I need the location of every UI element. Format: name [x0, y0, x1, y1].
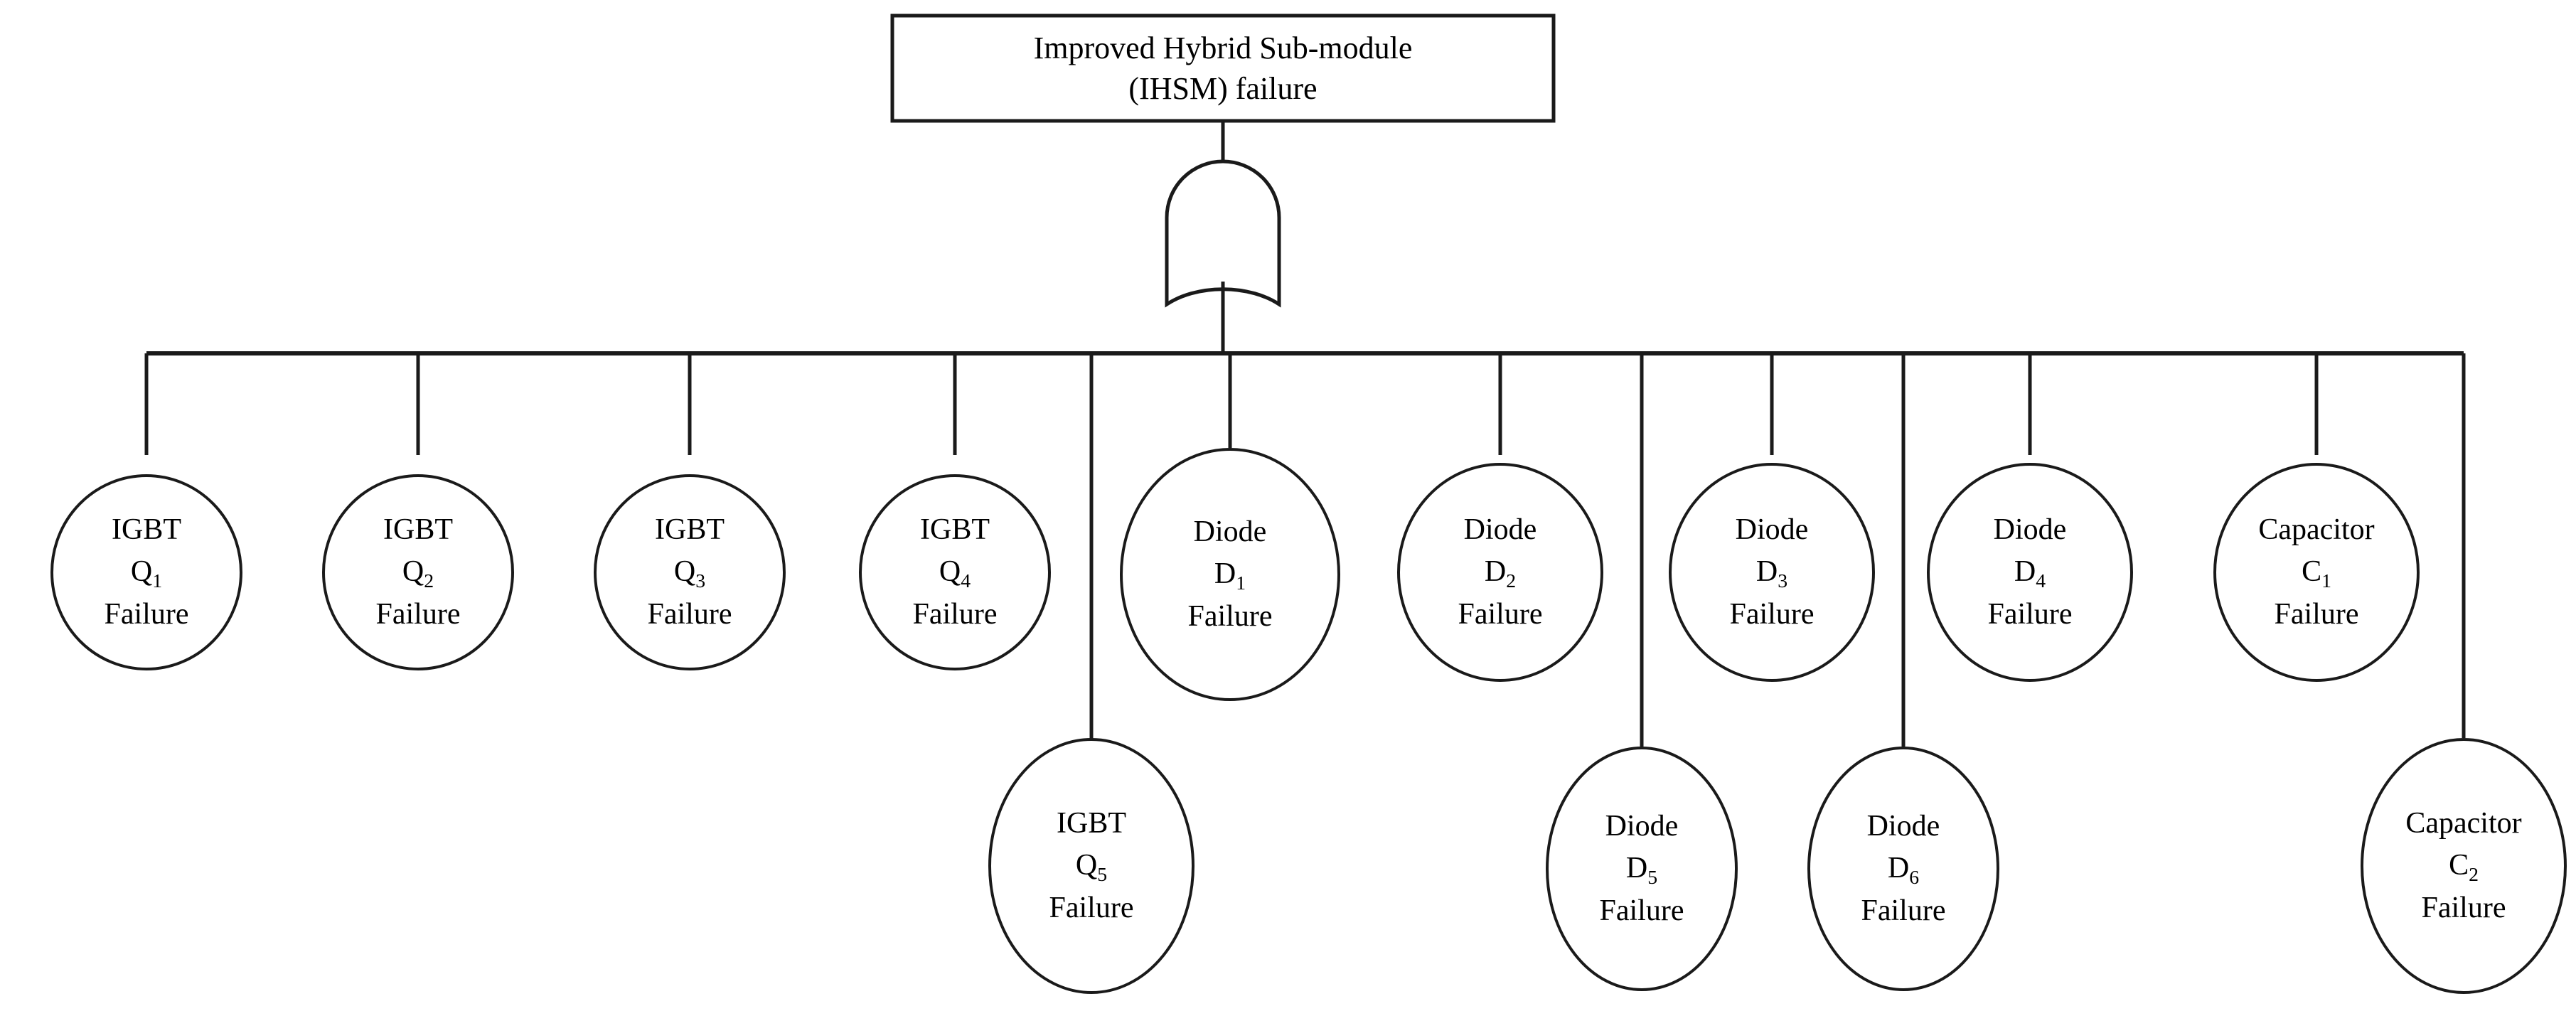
basic-event-circle-Q1 — [50, 474, 242, 670]
basic-event-circle-D5 — [1546, 747, 1738, 991]
basic-event-circle-D3 — [1669, 463, 1875, 682]
basic-event-circle-Q3 — [594, 474, 786, 670]
basic-event-circle-D6 — [1807, 747, 1999, 991]
basic-event-circle-D2 — [1397, 463, 1603, 682]
basic-event-circle-D4 — [1927, 463, 2133, 682]
basic-event-circle-C1 — [2213, 463, 2420, 682]
basic-event-circle-Q5 — [988, 738, 1195, 994]
basic-event-circle-C2 — [2361, 738, 2567, 994]
basic-event-circle-Q4 — [859, 474, 1051, 670]
or-gate-shape — [1165, 159, 1281, 308]
basic-event-circle-D1 — [1120, 448, 1340, 701]
basic-event-circle-Q2 — [322, 474, 514, 670]
top-event-box — [890, 14, 1556, 123]
